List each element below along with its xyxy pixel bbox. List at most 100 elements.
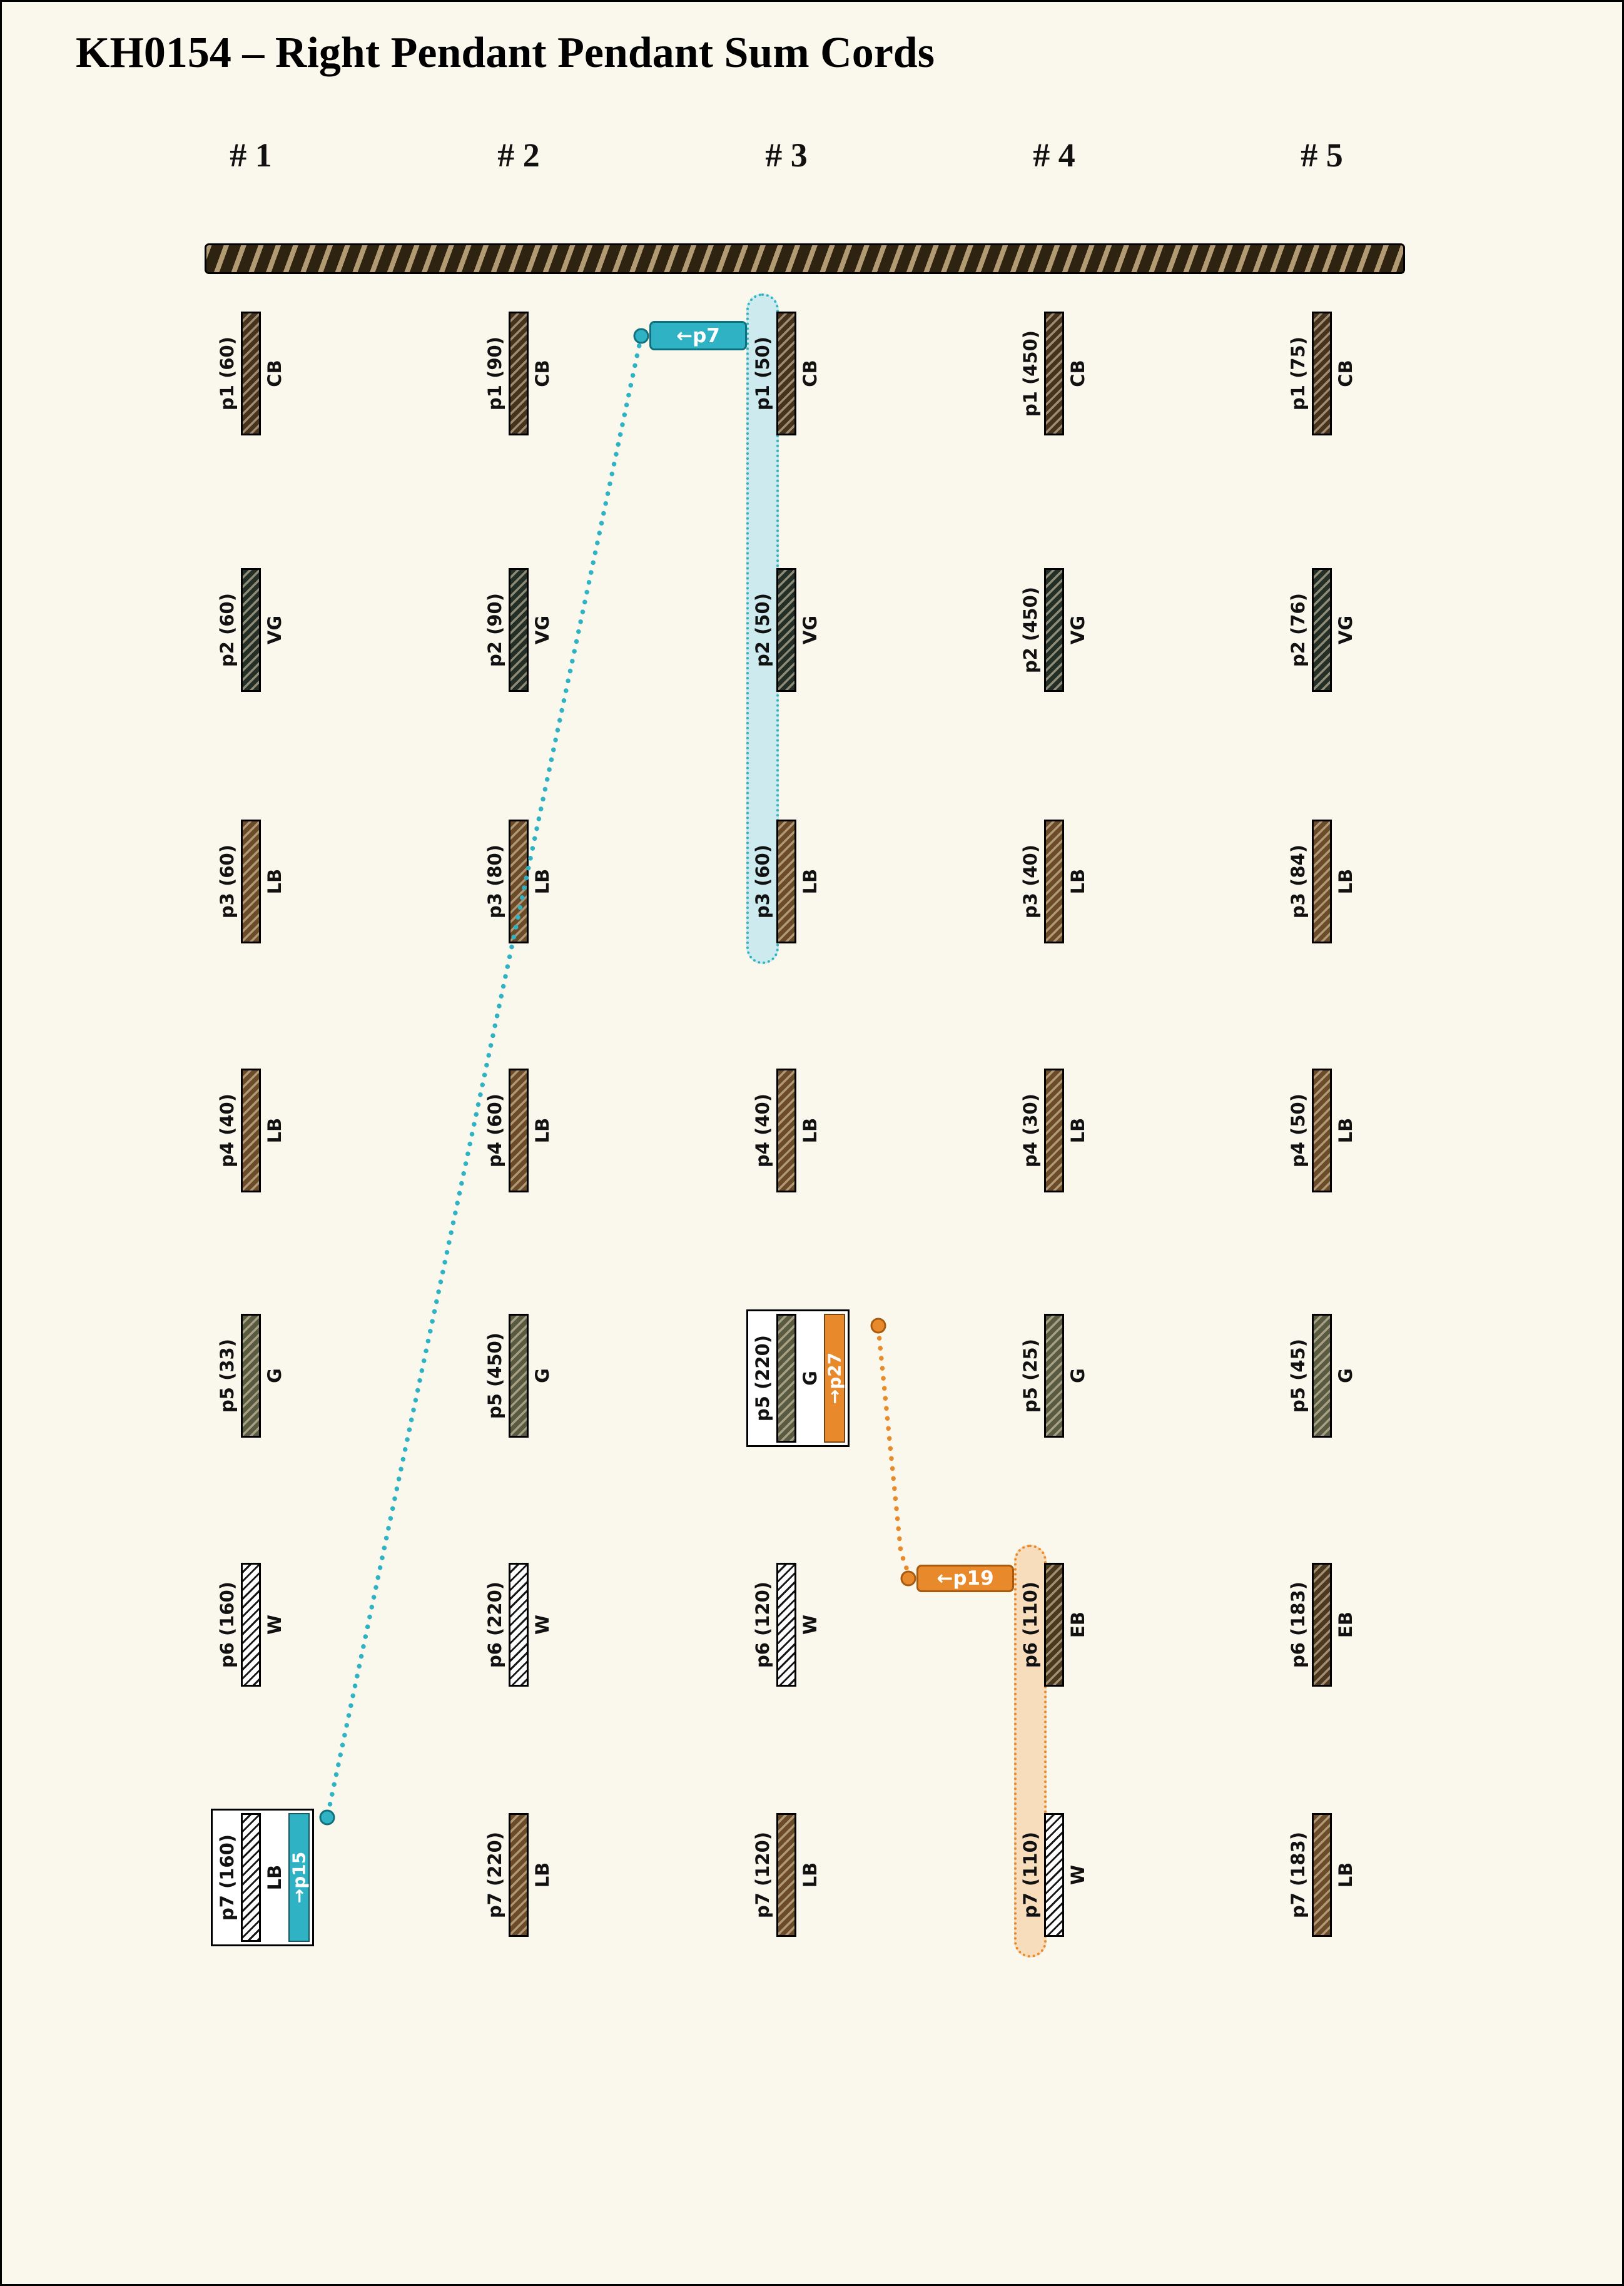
- pendant-label-text: p2 (90): [484, 593, 505, 667]
- pendant-unit: p2 (450)VG: [1018, 568, 1090, 692]
- color-code-label-text: VG: [799, 615, 821, 645]
- pendant-label: p2 (76): [1286, 568, 1310, 692]
- pendant-bar: [1044, 1563, 1064, 1687]
- pendant-unit: p4 (40)LB: [751, 1069, 822, 1192]
- pendant-label: p6 (110): [1018, 1563, 1042, 1687]
- pendant-unit: p5 (33)G: [215, 1314, 287, 1438]
- color-code-label: LB: [263, 1813, 287, 1942]
- color-code-label: CB: [263, 312, 287, 435]
- color-code-label: G: [1066, 1314, 1090, 1438]
- color-code-label-text: LB: [1067, 1117, 1089, 1144]
- color-code-label-text: W: [264, 1615, 285, 1635]
- pendant-label-text: p2 (50): [752, 593, 773, 667]
- pendant-label-text: p4 (30): [1020, 1094, 1041, 1167]
- pendant-label-text: p7 (120): [752, 1831, 773, 1919]
- pendant-label-text: p6 (110): [1020, 1581, 1041, 1669]
- color-code-label-text: VG: [1335, 615, 1356, 645]
- pendant-label: p4 (30): [1018, 1069, 1042, 1192]
- pendant-unit: p6 (110)EB: [1018, 1563, 1090, 1687]
- pendant-bar: [509, 820, 529, 943]
- pendant-label: p4 (40): [751, 1069, 774, 1192]
- pendant-label-text: p4 (60): [484, 1094, 505, 1167]
- color-code-label-text: CB: [532, 360, 553, 387]
- color-code-label: VG: [798, 568, 822, 692]
- pendant-bar: [1044, 1314, 1064, 1438]
- pendant-label: p3 (40): [1018, 820, 1042, 943]
- pendant-bar: [241, 1069, 261, 1192]
- color-code-label: LB: [1334, 820, 1358, 943]
- pendant-unit: p7 (120)LB: [751, 1813, 822, 1937]
- pendant-bar: [241, 820, 261, 943]
- pendant-label: p7 (110): [1018, 1813, 1042, 1937]
- pendant-label: p6 (220): [483, 1563, 507, 1687]
- teal-endpoint-dot: [633, 328, 649, 344]
- orange-connector-line: [876, 1326, 911, 1576]
- pendant-unit: p5 (25) G: [1018, 1314, 1090, 1438]
- pendant-label-text: p7 (110): [1020, 1831, 1041, 1919]
- connector-tag-p19: ←p19: [916, 1565, 1014, 1592]
- color-code-label-text: LB: [264, 868, 285, 895]
- pendant-bar: [1312, 1069, 1332, 1192]
- pendant-label-text: p5 (220): [752, 1334, 773, 1422]
- pendant-unit: p1 (50) CB: [751, 312, 822, 435]
- color-code-label-text: W: [532, 1615, 553, 1635]
- color-code-label: G: [798, 1314, 822, 1443]
- pendant-label: p1 (50): [751, 312, 774, 435]
- orange-endpoint-dot: [870, 1318, 886, 1334]
- color-code-label: LB: [263, 1069, 287, 1192]
- pendant-label-text: p6 (160): [216, 1581, 238, 1669]
- pendant-unit: p7 (110)W: [1018, 1813, 1090, 1937]
- pendant-label-text: p7 (183): [1287, 1831, 1309, 1919]
- pendant-bar: [1312, 312, 1332, 435]
- pendant-label: p3 (60): [215, 820, 239, 943]
- pendant-bar: [1044, 568, 1064, 692]
- color-code-label-text: EB: [1335, 1612, 1356, 1638]
- pendant-label-text: p7 (160): [216, 1834, 238, 1921]
- color-code-label: G: [1334, 1314, 1358, 1438]
- pendant-bar: [241, 1314, 261, 1438]
- pendant-label-text: p6 (183): [1287, 1581, 1309, 1669]
- pendant-bar: [1312, 1314, 1332, 1438]
- pendant-label-text: p5 (25): [1020, 1339, 1041, 1413]
- pendant-label: p1 (450): [1018, 312, 1042, 435]
- pendant-bar: [509, 1813, 529, 1937]
- pendant-label-text: p1 (60): [216, 337, 238, 410]
- pendant-unit: p6 (220) W: [483, 1563, 554, 1687]
- pendant-label: p4 (50): [1286, 1069, 1310, 1192]
- color-code-label: LB: [798, 820, 822, 943]
- color-code-label: W: [798, 1563, 822, 1687]
- pendant-bar: [509, 312, 529, 435]
- color-code-label-text: G: [1067, 1368, 1089, 1383]
- pendant-unit: p4 (50)LB: [1286, 1069, 1358, 1192]
- color-code-label-text: CB: [1067, 360, 1089, 387]
- pendant-bar: [241, 1563, 261, 1687]
- pendant-bar: [1044, 1069, 1064, 1192]
- color-code-label: CB: [1066, 312, 1090, 435]
- color-code-label-text: LB: [264, 1117, 285, 1144]
- color-code-label-text: G: [799, 1371, 821, 1386]
- pendant-unit: p4 (40)LB: [215, 1069, 287, 1192]
- pendant-bar: [776, 568, 796, 692]
- color-code-label: LB: [530, 1069, 554, 1192]
- color-code-label: CB: [798, 312, 822, 435]
- pendant-bar: [509, 1069, 529, 1192]
- pendant-unit: p3 (84)LB: [1286, 820, 1358, 943]
- pendant-unit: p1 (450) CB: [1018, 312, 1090, 435]
- pendant-label-text: p1 (75): [1287, 337, 1309, 410]
- pendant-unit: p3 (60)LB: [751, 820, 822, 943]
- pendant-label: p1 (60): [215, 312, 239, 435]
- teal-endpoint-dot: [319, 1809, 335, 1826]
- pendant-label: p7 (120): [751, 1813, 774, 1937]
- color-code-label: W: [263, 1563, 287, 1687]
- pendant-unit: p1 (90)CB: [483, 312, 554, 435]
- pendant-bar: [1044, 820, 1064, 943]
- pendant-label-text: p5 (45): [1287, 1339, 1309, 1413]
- pendant-label-text: p2 (450): [1020, 586, 1041, 674]
- pendant-bar: [776, 1563, 796, 1687]
- color-code-label-text: CB: [1335, 360, 1356, 387]
- pendant-label: p5 (25): [1018, 1314, 1042, 1438]
- pendant-label: p6 (160): [215, 1563, 239, 1687]
- pendant-unit: p3 (40)LB: [1018, 820, 1090, 943]
- color-code-label-text: G: [532, 1368, 553, 1383]
